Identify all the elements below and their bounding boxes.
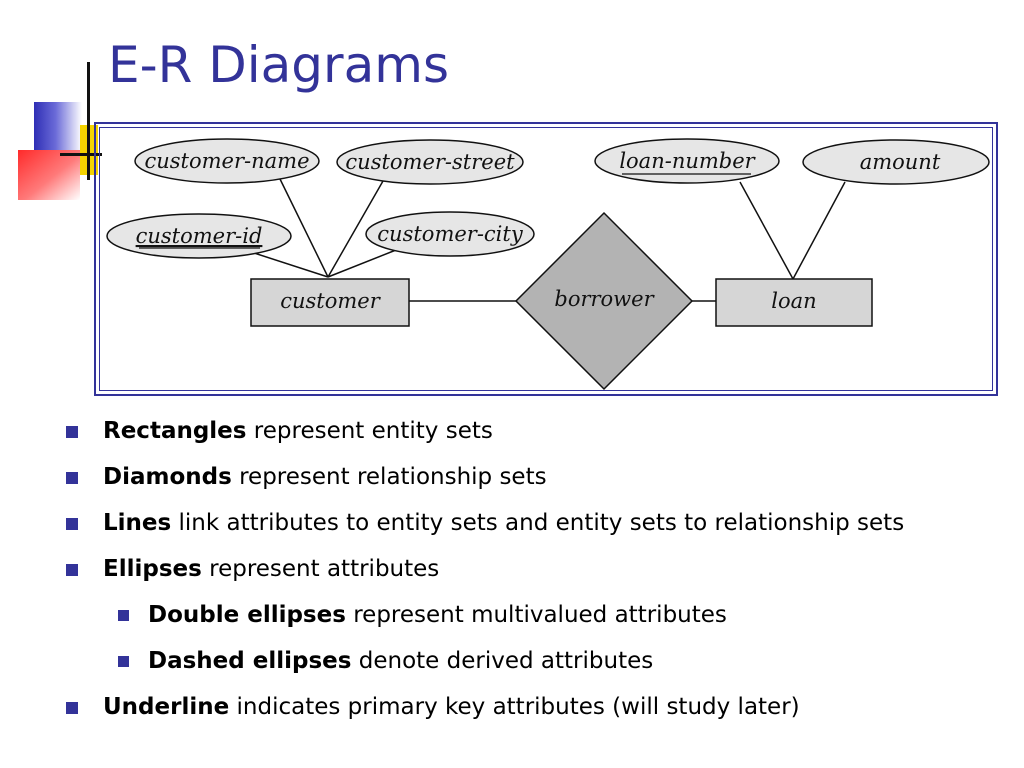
relationship-borrower: borrower: [514, 211, 694, 391]
bullet-bold-text: Underline: [103, 694, 230, 720]
attribute-amount-label: amount: [860, 150, 941, 174]
er-diagram-frame: customer-name customer-street customer-i…: [94, 122, 998, 396]
attribute-customer-name-label: customer-name: [144, 149, 309, 173]
relationship-borrower-label: borrower: [554, 287, 655, 311]
attribute-customer-street-label: customer-street: [345, 150, 515, 174]
bullet-text: indicates primary key attributes (will s…: [229, 694, 800, 720]
square-bullet-icon: [66, 472, 78, 484]
square-bullet-icon: [66, 564, 78, 576]
corner-decoration-horizontal-line: [60, 153, 102, 156]
bullet-bold-text: Rectangles: [103, 418, 247, 444]
square-bullet-icon: [118, 610, 129, 621]
square-bullet-icon: [66, 426, 78, 438]
bullet-bold-text: Diamonds: [103, 464, 232, 490]
line-customer-id: [250, 251, 329, 278]
entity-loan: loan: [715, 278, 873, 327]
entity-loan-label: loan: [771, 289, 816, 313]
bullet-bold-text: Ellipses: [103, 556, 202, 582]
bullet-bold-text: Double ellipses: [148, 602, 346, 628]
bullet-text: represent relationship sets: [231, 464, 547, 490]
attribute-loan-number: loan-number: [594, 138, 780, 184]
er-diagram-inner-border: [99, 127, 993, 391]
attribute-customer-id-label: customer-id: [136, 224, 263, 248]
bullet-bold-text: Dashed ellipses: [148, 648, 352, 674]
slide-title: E-R Diagrams: [108, 36, 449, 94]
bullet-text: represent attributes: [201, 556, 440, 582]
attribute-amount: amount: [802, 139, 990, 185]
attribute-customer-city-label: customer-city: [377, 222, 524, 246]
line-customer-name: [279, 178, 329, 278]
line-customer-street: [327, 180, 384, 278]
corner-decoration-red: [18, 150, 80, 200]
square-bullet-icon: [66, 702, 78, 714]
line-amount: [792, 181, 846, 280]
bullet-bold-text: Lines: [103, 510, 172, 536]
attribute-customer-city: customer-city: [365, 211, 535, 257]
line-customer-city: [327, 249, 397, 278]
bullet-text: represent entity sets: [246, 418, 493, 444]
line-loan-number: [739, 181, 794, 280]
corner-decoration-blue: [34, 102, 82, 150]
attribute-customer-street: customer-street: [336, 139, 524, 185]
entity-customer-label: customer: [280, 289, 381, 313]
bullet-text: link attributes to entity sets and entit…: [171, 510, 905, 536]
square-bullet-icon: [118, 656, 129, 667]
bullet-text: represent multivalued attributes: [345, 602, 727, 628]
corner-decoration-vertical-line: [87, 62, 90, 180]
er-diagram: customer-name customer-street customer-i…: [106, 138, 990, 391]
square-bullet-icon: [66, 518, 78, 530]
entity-customer: customer: [250, 278, 410, 327]
attribute-customer-name: customer-name: [134, 138, 320, 184]
bullet-text: denote derived attributes: [351, 648, 654, 674]
attribute-customer-id: customer-id: [106, 213, 292, 259]
attribute-loan-number-label: loan-number: [619, 149, 756, 173]
